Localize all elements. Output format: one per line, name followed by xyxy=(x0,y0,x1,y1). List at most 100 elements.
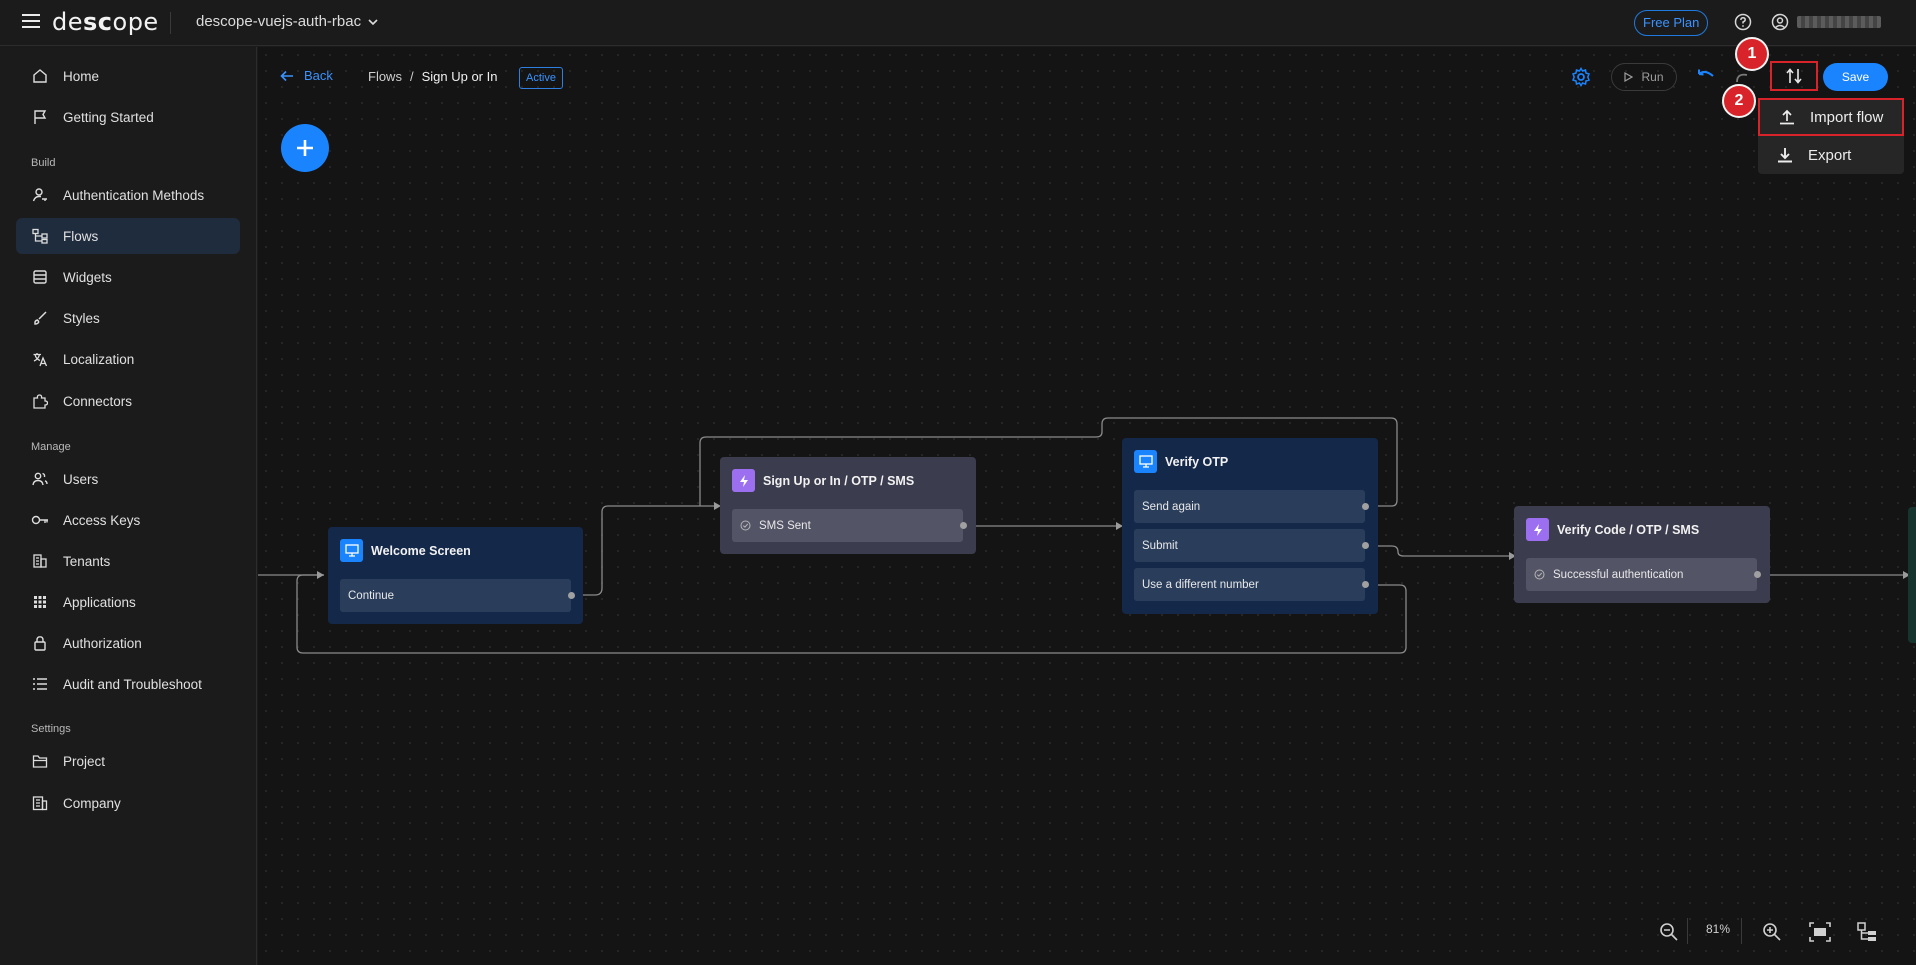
chevron-down-icon xyxy=(368,18,378,25)
zoom-out-icon[interactable] xyxy=(1659,922,1679,942)
sidebar-item-label: Getting Started xyxy=(63,109,154,125)
sidebar-item-label: Company xyxy=(63,795,121,811)
node-output-successful-authentication[interactable]: Successful authentication xyxy=(1526,558,1761,591)
sidebar-item-label: Home xyxy=(63,68,100,84)
node-title: Welcome Screen xyxy=(371,543,471,558)
output-handle[interactable] xyxy=(568,592,575,599)
help-icon[interactable] xyxy=(1733,12,1753,32)
users-icon xyxy=(31,470,49,488)
sidebar-item-tenants[interactable]: Tenants xyxy=(16,543,240,579)
step-marker-2: 2 xyxy=(1722,84,1756,118)
node-welcome-screen[interactable]: Welcome Screen Continue xyxy=(328,527,583,624)
project-selector[interactable]: descope-vuejs-auth-rbac xyxy=(196,13,379,30)
node-output-sms-sent[interactable]: SMS Sent xyxy=(732,509,967,542)
node-header: Welcome Screen xyxy=(340,539,471,562)
output-handle[interactable] xyxy=(1362,581,1369,588)
node-sign-up-or-in[interactable]: Sign Up or In / OTP / SMS SMS Sent xyxy=(720,457,976,554)
output-handle[interactable] xyxy=(1362,503,1369,510)
section-manage: Manage xyxy=(31,441,71,453)
node-header: Verify Code / OTP / SMS xyxy=(1526,518,1699,541)
node-output-continue[interactable]: Continue xyxy=(340,579,575,612)
divider xyxy=(170,12,171,34)
sidebar-item-label: Authorization xyxy=(63,635,142,651)
sidebar-item-connectors[interactable]: Connectors xyxy=(16,383,240,419)
sidebar-item-label: Access Keys xyxy=(63,512,141,528)
sidebar-item-getting-started[interactable]: Getting Started xyxy=(16,99,240,135)
node-output-send-again[interactable]: Send again xyxy=(1134,490,1369,523)
home-icon xyxy=(31,67,49,85)
node-verify-code[interactable]: Verify Code / OTP / SMS Successful authe… xyxy=(1514,506,1770,603)
check-circle-icon xyxy=(740,520,751,531)
sidebar-item-project[interactable]: Project xyxy=(16,743,240,779)
step-marker-1: 1 xyxy=(1735,37,1769,71)
sidebar-item-authorization[interactable]: Authorization xyxy=(16,625,240,661)
back-button[interactable]: Back xyxy=(280,68,333,83)
sidebar-item-home[interactable]: Home xyxy=(16,58,240,94)
run-button[interactable]: Run xyxy=(1611,63,1677,91)
screen-icon xyxy=(340,539,363,562)
redo-icon[interactable] xyxy=(1735,70,1751,86)
sidebar: Home Getting Started Build Authenticatio… xyxy=(0,47,257,965)
key-icon xyxy=(31,511,49,529)
top-bar: descope descope-vuejs-auth-rbac Free Pla… xyxy=(0,0,1916,46)
zoom-in-icon[interactable] xyxy=(1762,922,1782,942)
section-build: Build xyxy=(31,157,56,169)
divider xyxy=(1687,918,1688,944)
divider xyxy=(1741,918,1742,944)
puzzle-icon xyxy=(31,392,49,410)
folder-icon xyxy=(31,752,49,770)
import-flow-menu-item[interactable]: Import flow xyxy=(1758,98,1904,136)
building-icon xyxy=(31,794,49,812)
sidebar-item-label: Authentication Methods xyxy=(63,187,205,203)
download-icon xyxy=(1778,148,1792,163)
breadcrumb-current: Sign Up or In xyxy=(421,69,498,84)
sidebar-item-applications[interactable]: Applications xyxy=(16,584,240,620)
import-export-button[interactable] xyxy=(1770,61,1818,91)
node-verify-otp[interactable]: Verify OTP Send again Submit Use a diffe… xyxy=(1122,438,1378,614)
user-avatar-icon[interactable] xyxy=(1770,12,1790,32)
upload-icon xyxy=(1780,109,1794,125)
sidebar-item-label: Localization xyxy=(63,351,135,367)
output-label: Submit xyxy=(1142,539,1178,552)
node-output-different-number[interactable]: Use a different number xyxy=(1134,568,1369,601)
output-label: Use a different number xyxy=(1142,578,1259,591)
output-label: Send again xyxy=(1142,500,1201,513)
sidebar-item-company[interactable]: Company xyxy=(16,785,240,821)
screen-icon xyxy=(1134,450,1157,473)
node-header: Verify OTP xyxy=(1134,450,1228,473)
sidebar-item-styles[interactable]: Styles xyxy=(16,300,240,336)
logo[interactable]: descope xyxy=(52,8,159,36)
undo-icon[interactable] xyxy=(1695,68,1715,84)
import-export-icon xyxy=(1786,68,1802,84)
auto-layout-icon[interactable] xyxy=(1857,922,1877,942)
menu-icon[interactable] xyxy=(22,14,40,28)
sidebar-item-audit[interactable]: Audit and Troubleshoot xyxy=(16,666,240,702)
sidebar-item-label: Tenants xyxy=(63,553,111,569)
output-handle[interactable] xyxy=(1754,571,1761,578)
free-plan-badge[interactable]: Free Plan xyxy=(1634,10,1709,36)
breadcrumb-flows[interactable]: Flows xyxy=(368,69,402,84)
user-name-redacted xyxy=(1797,16,1881,28)
sidebar-item-label: Widgets xyxy=(63,269,112,285)
add-node-button[interactable] xyxy=(281,124,329,172)
fit-view-icon[interactable] xyxy=(1809,922,1831,942)
status-badge: Active xyxy=(519,67,563,89)
sidebar-item-authentication-methods[interactable]: Authentication Methods xyxy=(16,177,240,213)
plus-icon xyxy=(297,140,313,156)
sidebar-item-localization[interactable]: Localization xyxy=(16,341,240,377)
output-handle[interactable] xyxy=(960,522,967,529)
save-button[interactable]: Save xyxy=(1823,63,1888,91)
sidebar-item-users[interactable]: Users xyxy=(16,461,240,497)
flag-icon xyxy=(31,108,49,126)
node-title: Sign Up or In / OTP / SMS xyxy=(763,473,915,488)
sidebar-item-flows[interactable]: Flows xyxy=(16,218,240,254)
sidebar-item-access-keys[interactable]: Access Keys xyxy=(16,502,240,538)
settings-gear-icon[interactable] xyxy=(1571,67,1591,87)
output-label: Successful authentication xyxy=(1553,568,1684,581)
export-menu-item[interactable]: Export xyxy=(1758,136,1904,174)
sidebar-item-widgets[interactable]: Widgets xyxy=(16,259,240,295)
sidebar-item-label: Applications xyxy=(63,594,136,610)
node-output-submit[interactable]: Submit xyxy=(1134,529,1369,562)
output-handle[interactable] xyxy=(1362,542,1369,549)
